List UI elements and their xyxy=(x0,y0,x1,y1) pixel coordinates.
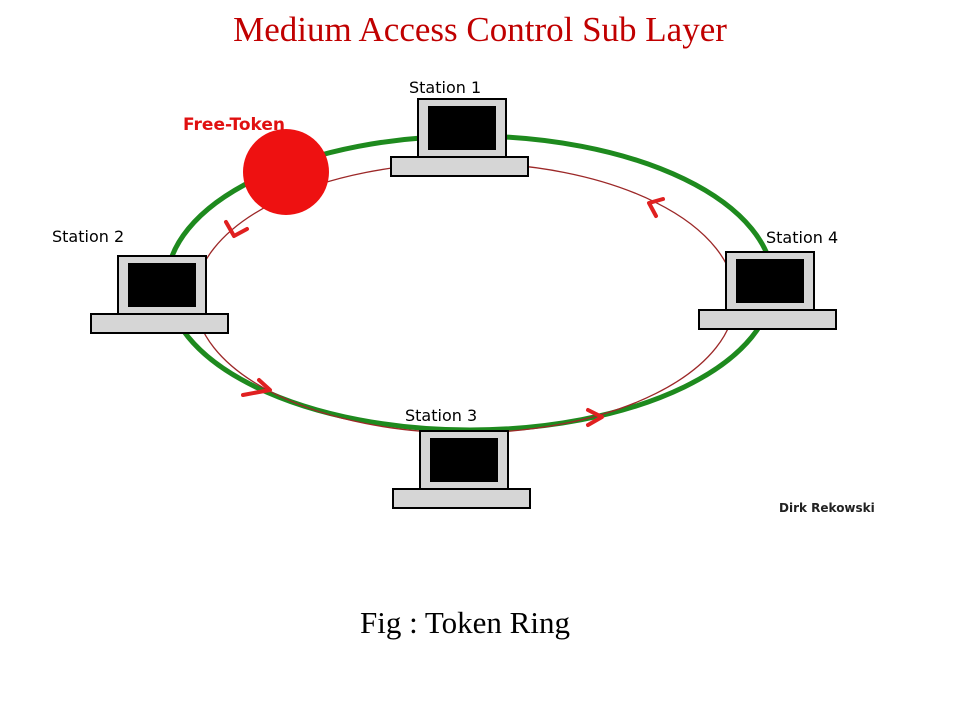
station-2-label: Station 2 xyxy=(52,227,124,246)
diagram-credit: Dirk Rekowski xyxy=(779,501,875,515)
station-1-label: Station 1 xyxy=(409,78,481,97)
figure-caption: Fig : Token Ring xyxy=(360,605,570,640)
station-4 xyxy=(698,251,837,330)
free-token-label: Free-Token xyxy=(183,115,285,135)
station-1 xyxy=(390,98,529,177)
direction-arrow-left-bottom xyxy=(241,378,272,397)
station-3 xyxy=(392,430,531,509)
station-3-label: Station 3 xyxy=(405,406,477,425)
direction-arrow-left-top xyxy=(224,220,249,238)
direction-arrow-top-right xyxy=(647,197,665,218)
free-token xyxy=(243,129,329,215)
slide-title: Medium Access Control Sub Layer xyxy=(233,10,727,49)
direction-arrow-bottom-right xyxy=(586,408,604,427)
station-4-label: Station 4 xyxy=(766,228,838,247)
station-2 xyxy=(90,255,229,334)
